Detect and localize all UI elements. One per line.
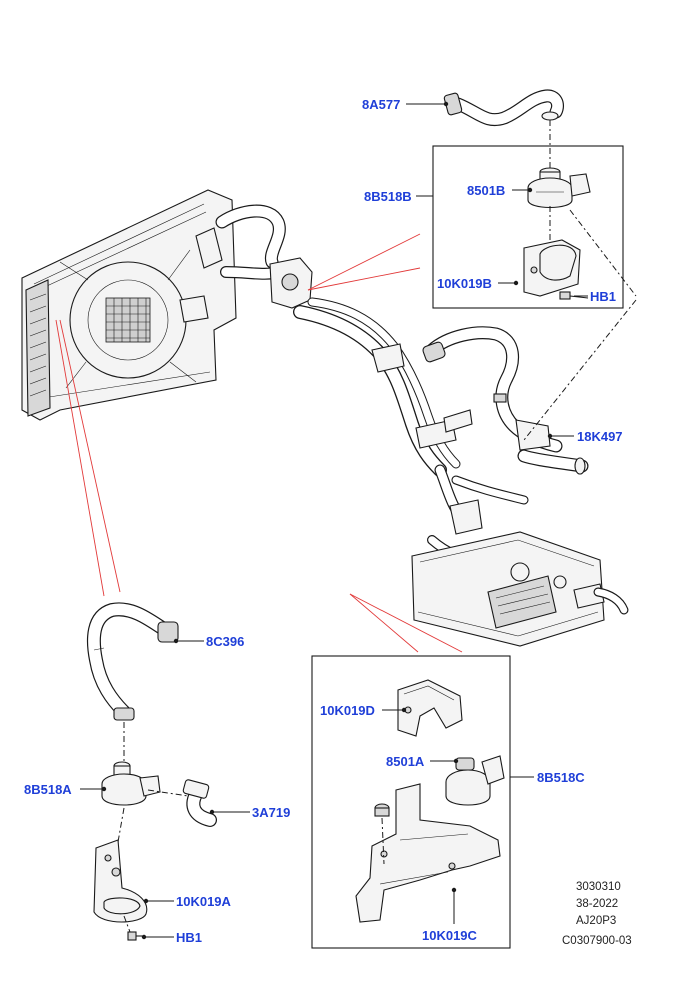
assembly-box-8b518c: [311, 655, 511, 949]
bracket-10k019c: [355, 783, 501, 923]
callout-8b518c: 8B518C: [537, 770, 585, 785]
reference-block: 3030310 38-2022 AJ20P3 C0307900-03: [562, 881, 632, 947]
alignment-lines: [117, 120, 637, 933]
assembly-box-8b518b: [432, 145, 624, 309]
hose-8a577: [443, 89, 564, 126]
grommet: [374, 803, 390, 817]
hose-3a719: [182, 779, 217, 827]
location-indicators: [55, 233, 463, 653]
radiator-assembly: [21, 189, 237, 421]
ref-line-1: 3030310: [576, 881, 621, 893]
ref-line-3: AJ20P3: [576, 915, 616, 927]
bracket-10k019b: [523, 239, 581, 297]
fan-grille: [105, 297, 151, 343]
pump-8501b: [527, 167, 591, 209]
callout-10k019a: 10K019A: [176, 894, 232, 909]
pump-8501a: [445, 755, 505, 806]
bolt-hb1-lower: [127, 931, 144, 941]
pump-8b518a: [101, 761, 161, 806]
callout-18k497: 18K497: [577, 429, 623, 444]
hose-8c396: [86, 602, 179, 721]
callout-8a577: 8A577: [362, 97, 400, 112]
callout-8b518b: 8B518B: [364, 189, 412, 204]
callout-hb1-upper: HB1: [590, 289, 616, 304]
callout-labels: 8A577 8B518B 8501B 10K019B HB1 18K497 8C…: [24, 97, 623, 945]
callout-hb1-lower: HB1: [176, 930, 202, 945]
ref-line-4: C0307900-03: [562, 935, 632, 947]
bolt-hb1-upper: [559, 291, 589, 300]
inverter-module: [411, 531, 629, 647]
callout-10k019c: 10K019C: [422, 928, 478, 943]
bracket-10k019d: [397, 679, 463, 737]
callout-3a719: 3A719: [252, 805, 290, 820]
callout-8c396: 8C396: [206, 634, 244, 649]
leader-lines: [80, 101, 588, 940]
callout-10k019d: 10K019D: [320, 703, 375, 718]
callout-8501a: 8501A: [386, 754, 425, 769]
callout-10k019b: 10K019B: [437, 276, 492, 291]
callout-8b518a: 8B518A: [24, 782, 72, 797]
main-hose-routing: [215, 204, 529, 562]
callout-8501b: 8501B: [467, 183, 505, 198]
bracket-10k019a: [93, 839, 148, 923]
pipe-18k497: [422, 326, 589, 475]
ref-line-2: 38-2022: [576, 898, 618, 910]
